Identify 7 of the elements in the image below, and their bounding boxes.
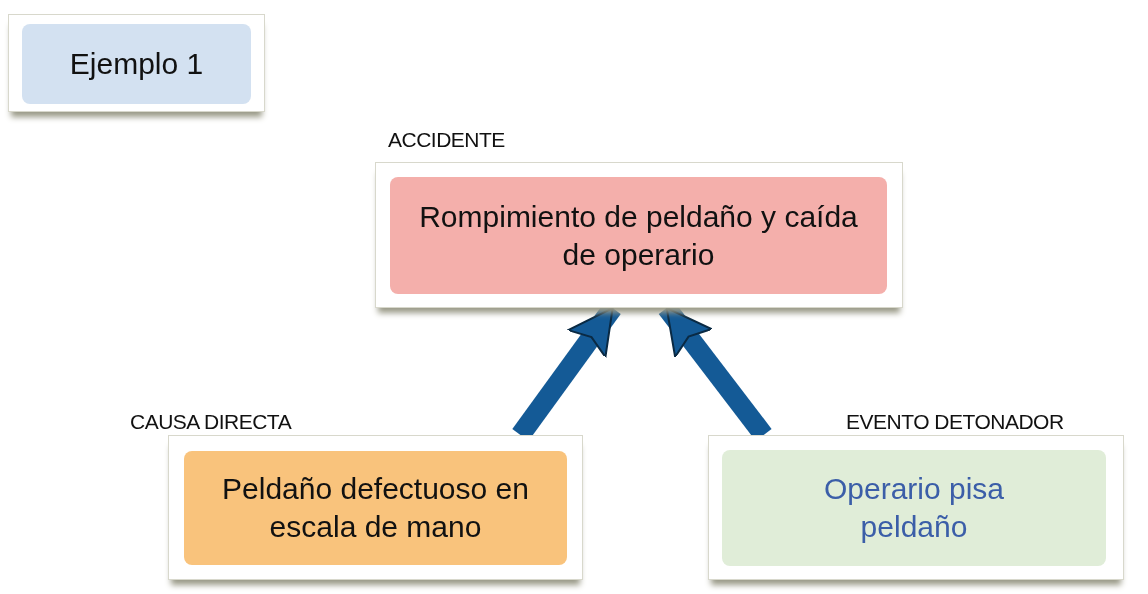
box-text: Operario pisa peldaño [822, 471, 1006, 545]
node-heading: EVENTO DETONADOR [846, 410, 1064, 434]
box-text: Peldaño defectuoso en escala de mano [221, 471, 530, 545]
box-text: Rompimiento de peldaño y caída de operario [418, 198, 859, 273]
node-heading: ACCIDENTE [388, 128, 505, 152]
box-text: Ejemplo 1 [69, 46, 204, 82]
node-heading: CAUSA DIRECTA [130, 410, 292, 434]
